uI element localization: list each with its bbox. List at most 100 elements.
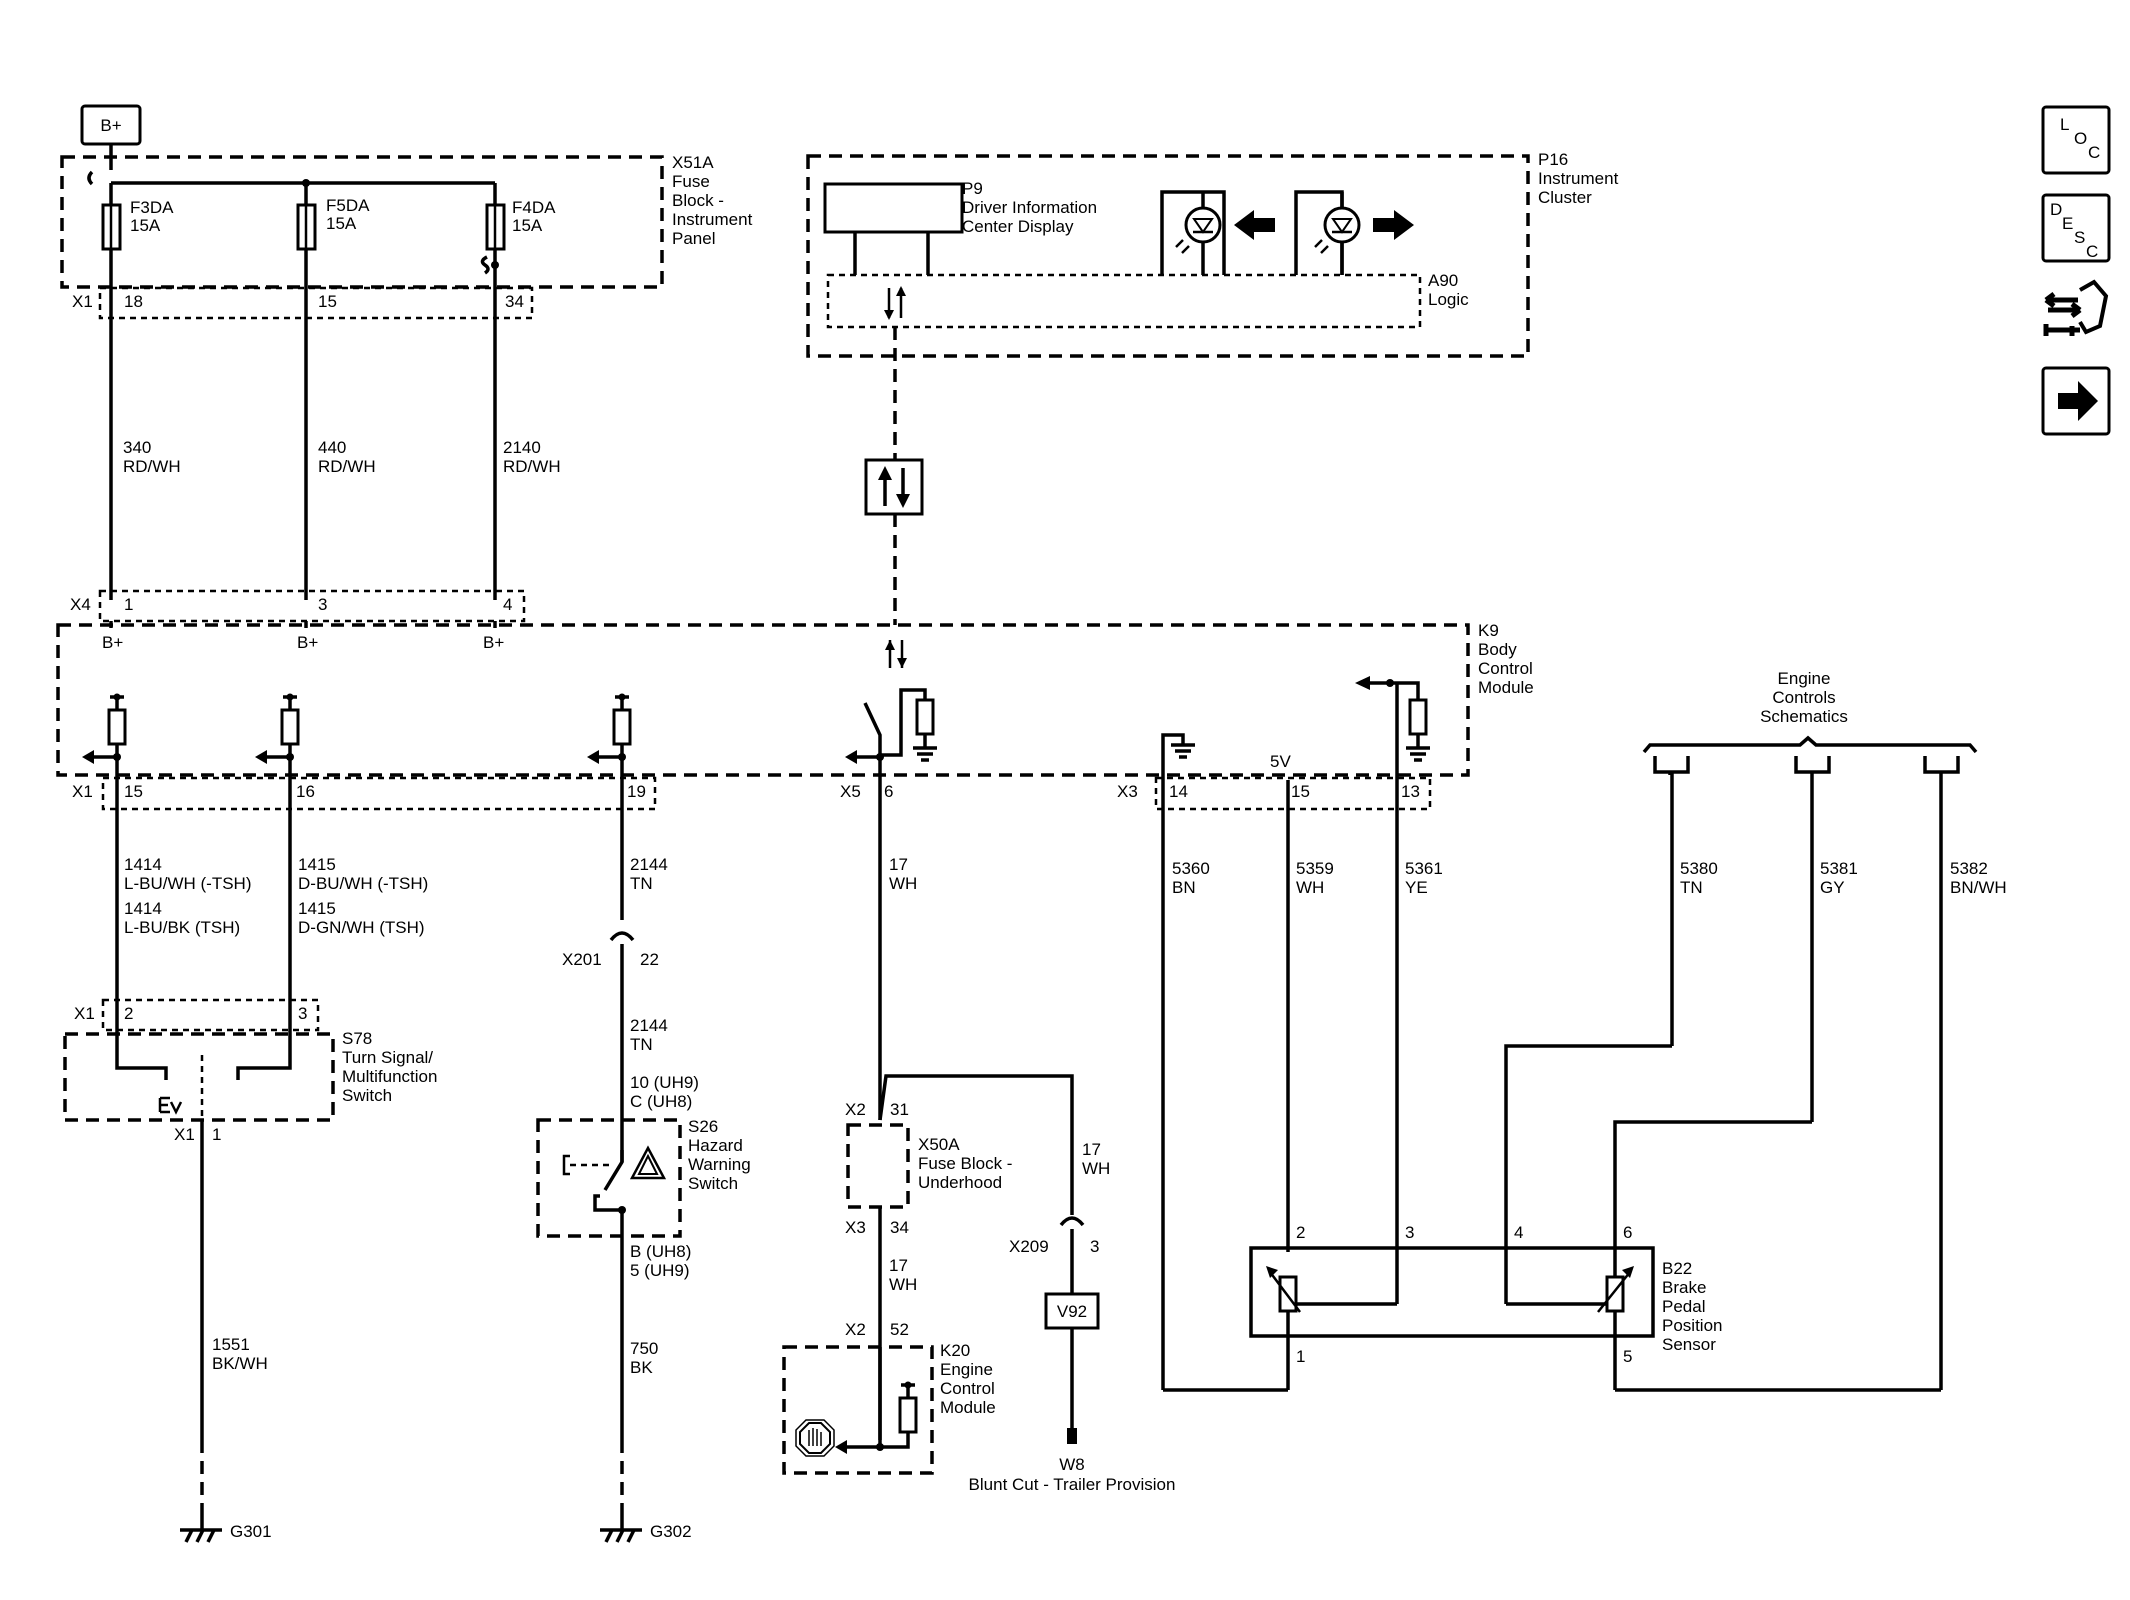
svg-text:C (UH8): C (UH8) (630, 1092, 692, 1111)
svg-text:15A: 15A (512, 216, 543, 235)
svg-text:RD/WH: RD/WH (503, 457, 561, 476)
svg-text:Position: Position (1662, 1316, 1722, 1335)
svg-text:Controls: Controls (1772, 688, 1835, 707)
svg-text:K20: K20 (940, 1341, 970, 1360)
svg-text:TN: TN (630, 1035, 653, 1054)
svg-text:X50A: X50A (918, 1135, 960, 1154)
connector-x1-bcm-bottom: X1 15 16 19 (72, 776, 657, 811)
wire-label-5380: 5380 TN (1680, 859, 1718, 897)
component-v92: V92 (1044, 1292, 1100, 1330)
svg-text:4: 4 (503, 595, 512, 614)
next-page-arrow-button[interactable] (2041, 366, 2111, 436)
svg-text:B (UH8): B (UH8) (630, 1242, 691, 1261)
bcm-input-circuit-15 (82, 693, 127, 1036)
svg-text:X3: X3 (1117, 782, 1138, 801)
svg-text:X1: X1 (72, 782, 93, 801)
svg-text:F3DA: F3DA (130, 198, 174, 217)
svg-text:14: 14 (1169, 782, 1188, 801)
svg-text:L: L (2060, 115, 2069, 134)
engine-control-module-k20: X2 52 K20 Engine Control Module (782, 1320, 996, 1475)
svg-text:5359: 5359 (1296, 859, 1334, 878)
left-turn-indicator-icon (1160, 190, 1275, 275)
fuse-f4da: F4DA 15A (485, 198, 556, 251)
svg-text:3: 3 (318, 595, 327, 614)
svg-text:1415: 1415 (298, 899, 336, 918)
svg-text:Hazard: Hazard (688, 1136, 743, 1155)
connector-x201: X201 22 (562, 931, 659, 969)
svg-text:5381: 5381 (1820, 859, 1858, 878)
turn-signal-multifunction-switch-s78: S78 Turn Signal/ Multifunction Switch (63, 1029, 437, 1122)
svg-text:WH: WH (1082, 1159, 1110, 1178)
fuse-block-underhood-x50a: X50A Fuse Block - Underhood X2 31 X3 34 (845, 1100, 1012, 1237)
svg-text:5360: 5360 (1172, 859, 1210, 878)
svg-text:C: C (2086, 242, 2098, 261)
svg-text:F4DA: F4DA (512, 198, 556, 217)
svg-text:Driver Information: Driver Information (962, 198, 1097, 217)
fuse-f5da: F5DA 15A (296, 196, 370, 251)
svg-text:1551: 1551 (212, 1335, 250, 1354)
svg-text:D-GN/WH (TSH): D-GN/WH (TSH) (298, 918, 425, 937)
svg-text:S: S (2074, 228, 2085, 247)
svg-text:WH: WH (1296, 878, 1324, 897)
svg-text:15: 15 (1291, 782, 1310, 801)
svg-text:X4: X4 (70, 595, 91, 614)
svg-text:B+: B+ (100, 116, 121, 135)
svg-text:2: 2 (1296, 1223, 1305, 1242)
svg-text:RD/WH: RD/WH (318, 457, 376, 476)
svg-text:B+: B+ (297, 633, 318, 652)
svg-text:1: 1 (1296, 1347, 1305, 1366)
svg-text:BK/WH: BK/WH (212, 1354, 268, 1373)
svg-text:1: 1 (124, 595, 133, 614)
svg-text:Brake: Brake (1662, 1278, 1706, 1297)
connector-repair-tools-icon[interactable] (2040, 278, 2112, 344)
connector-x209: X209 3 (1009, 1216, 1099, 1256)
blunt-cut-trailer-w8: W8 Blunt Cut - Trailer Provision (969, 1455, 1176, 1494)
svg-text:C: C (2088, 143, 2100, 162)
connector-x5-bcm: X5 6 (840, 782, 893, 801)
svg-text:5361: 5361 (1405, 859, 1443, 878)
svg-text:Pedal: Pedal (1662, 1297, 1705, 1316)
ground-g302: G302 (600, 1510, 692, 1543)
svg-text:4: 4 (1514, 1223, 1523, 1242)
svg-text:22: 22 (640, 950, 659, 969)
wire-label-1551: 1551 BK/WH (212, 1335, 268, 1373)
svg-text:X5: X5 (840, 782, 861, 801)
svg-text:YE: YE (1405, 878, 1428, 897)
location-view-button[interactable]: L O C (2041, 105, 2111, 175)
instrument-cluster-p16: P16 Instrument Cluster P9 Driver Informa… (806, 150, 1619, 358)
svg-text:G301: G301 (230, 1522, 272, 1541)
svg-text:X201: X201 (562, 950, 602, 969)
connector-x1-s78: X1 2 3 (74, 998, 320, 1032)
fuse-block-x51a: X51A Fuse Block - Instrument Panel F3DA … (60, 153, 753, 600)
svg-text:750: 750 (630, 1339, 658, 1358)
svg-text:52: 52 (890, 1320, 909, 1339)
fuse-f3da: F3DA 15A (101, 198, 174, 251)
svg-text:Engine: Engine (940, 1360, 993, 1379)
svg-text:D: D (2050, 200, 2062, 219)
connector-x1-fuseblock: X1 18 15 34 (72, 286, 534, 320)
svg-text:1414: 1414 (124, 899, 162, 918)
connector-x3-bcm: X3 14 15 13 (1117, 776, 1432, 811)
brake-pedal-position-sensor-b22: B22 Brake Pedal Position Sensor 2 3 4 6 … (1249, 1223, 1722, 1390)
svg-text:W8: W8 (1059, 1455, 1085, 1474)
svg-text:GY: GY (1820, 878, 1845, 897)
svg-text:Blunt Cut - Trailer Provision: Blunt Cut - Trailer Provision (969, 1475, 1176, 1494)
svg-text:BK: BK (630, 1358, 653, 1377)
svg-text:Logic: Logic (1428, 290, 1469, 309)
svg-text:340: 340 (123, 438, 151, 457)
svg-text:Turn Signal/: Turn Signal/ (342, 1048, 433, 1067)
svg-text:O: O (2074, 129, 2087, 148)
svg-text:Block -: Block - (672, 191, 724, 210)
svg-text:34: 34 (890, 1218, 909, 1237)
bcm-x3-signal-circuit (1355, 676, 1430, 762)
bcm-x5-serial-switch (845, 640, 937, 1120)
description-view-button[interactable]: D E S C (2041, 193, 2111, 263)
svg-text:1: 1 (212, 1125, 221, 1144)
svg-text:Warning: Warning (688, 1155, 751, 1174)
svg-text:X1: X1 (74, 1004, 95, 1023)
svg-text:15: 15 (318, 292, 337, 311)
stop-hand-icon (795, 1419, 835, 1457)
wire-label-17-wh-lower: 17 WH (889, 1256, 917, 1294)
